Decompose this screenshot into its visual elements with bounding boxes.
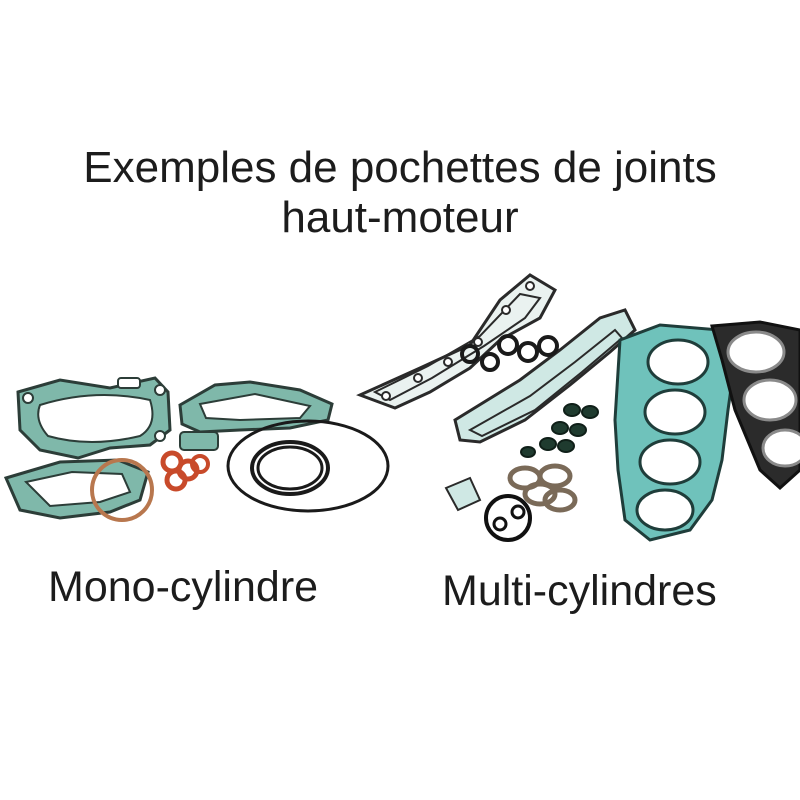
multi-cylinder-gasket-set xyxy=(356,273,800,542)
label-multi-cylindres: Multi-cylindres xyxy=(442,567,717,615)
copper-ring xyxy=(90,458,154,522)
label-mono-cylindre: Mono-cylindre xyxy=(48,563,319,611)
title-line-2: haut-moteur xyxy=(281,193,519,242)
small-o-ring xyxy=(484,494,532,542)
title-line-1: Exemples de pochettes de joints xyxy=(83,143,717,192)
mono-cylinder-gasket-set xyxy=(3,376,390,522)
large-o-ring xyxy=(226,419,390,513)
